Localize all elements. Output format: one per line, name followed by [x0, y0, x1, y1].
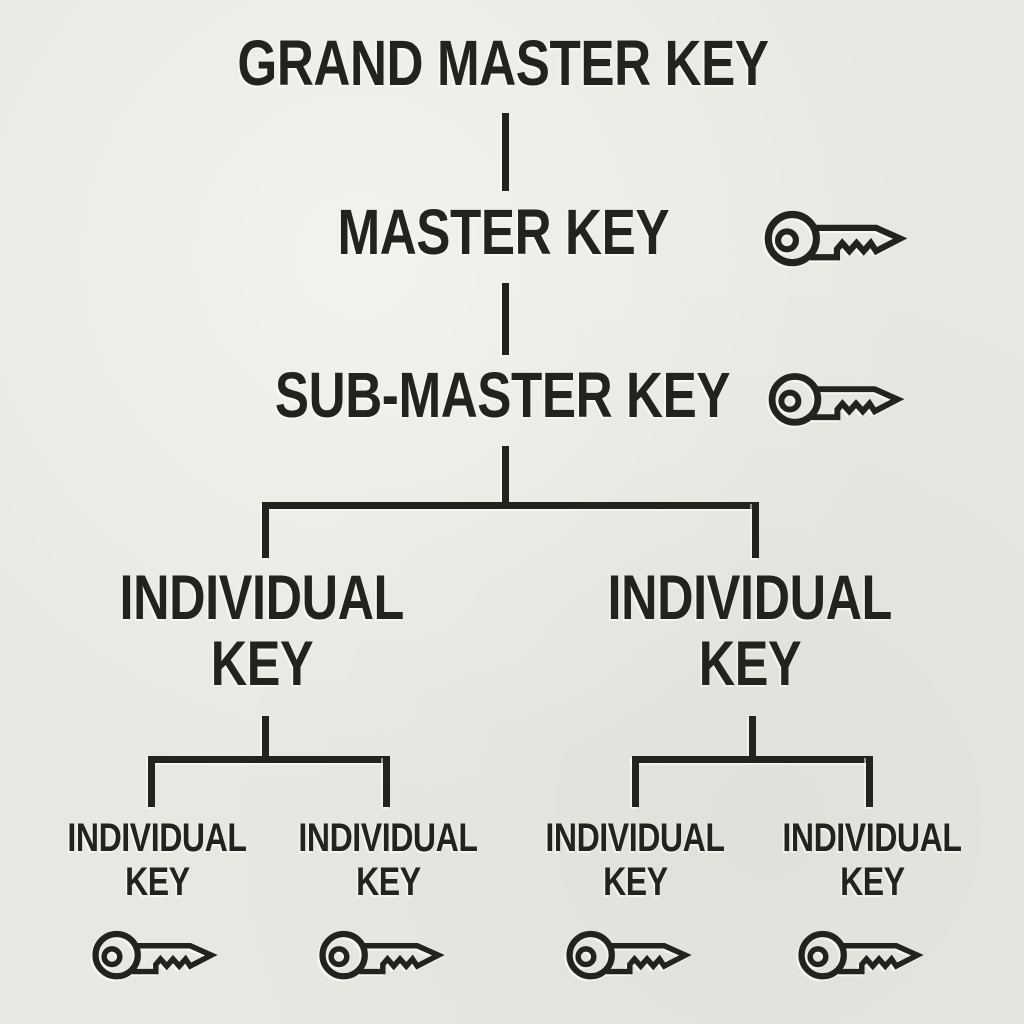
connector-branch2-right-drop — [383, 756, 390, 807]
leaf1-line2: KEY — [124, 860, 190, 904]
key-icon — [314, 916, 450, 988]
connector-branch2-left-drop — [148, 756, 155, 807]
node-leaf-individual-key-2: INDIVIDUAL KEY — [268, 816, 508, 904]
connector-branch1-left-drop — [262, 502, 269, 558]
key-icon — [758, 194, 914, 276]
connector-branch1-right-drop — [752, 502, 759, 558]
node-leaf-individual-key-4: INDIVIDUAL KEY — [752, 816, 992, 904]
leaf2-line2: KEY — [355, 860, 421, 904]
leaf4-line2: KEY — [839, 860, 905, 904]
key-icon — [87, 916, 223, 988]
node-individual-key-right-line1: INDIVIDUAL — [607, 563, 893, 633]
node-individual-key-right: INDIVIDUAL KEY — [550, 565, 950, 697]
connector-branch1-bar — [262, 502, 759, 509]
node-sub-master-key: SUB-MASTER KEY — [0, 363, 1006, 427]
connector-submaster-stem — [502, 446, 509, 506]
node-master-key: MASTER KEY — [0, 200, 1006, 264]
node-master-key-label: MASTER KEY — [337, 196, 669, 268]
node-individual-key-left-line2: KEY — [210, 629, 314, 699]
key-icon — [760, 357, 913, 435]
leaf4-line1: INDIVIDUAL — [782, 816, 962, 860]
connector-grand-to-master — [502, 113, 509, 191]
connector-right-node-stem — [749, 716, 756, 762]
node-sub-master-key-label: SUB-MASTER KEY — [275, 359, 731, 431]
connector-branch3-right-drop — [866, 756, 873, 807]
node-individual-key-left: INDIVIDUAL KEY — [62, 565, 462, 697]
node-grand-master-key-label: GRAND MASTER KEY — [237, 27, 769, 99]
leaf2-line1: INDIVIDUAL — [298, 816, 478, 860]
connector-branch3-left-drop — [632, 756, 639, 807]
node-individual-key-left-line1: INDIVIDUAL — [119, 563, 405, 633]
leaf3-line2: KEY — [602, 860, 668, 904]
node-individual-key-right-line2: KEY — [698, 629, 802, 699]
connector-master-to-submaster — [502, 283, 509, 355]
connector-branch2-bar — [148, 756, 390, 763]
connector-branch3-bar — [632, 756, 873, 763]
key-icon — [561, 916, 697, 988]
key-icon — [793, 916, 929, 988]
leaf1-line1: INDIVIDUAL — [67, 816, 247, 860]
leaf3-line1: INDIVIDUAL — [545, 816, 725, 860]
connector-left-node-stem — [262, 716, 269, 762]
node-leaf-individual-key-3: INDIVIDUAL KEY — [515, 816, 755, 904]
node-grand-master-key: GRAND MASTER KEY — [0, 31, 1006, 95]
node-leaf-individual-key-1: INDIVIDUAL KEY — [37, 816, 277, 904]
